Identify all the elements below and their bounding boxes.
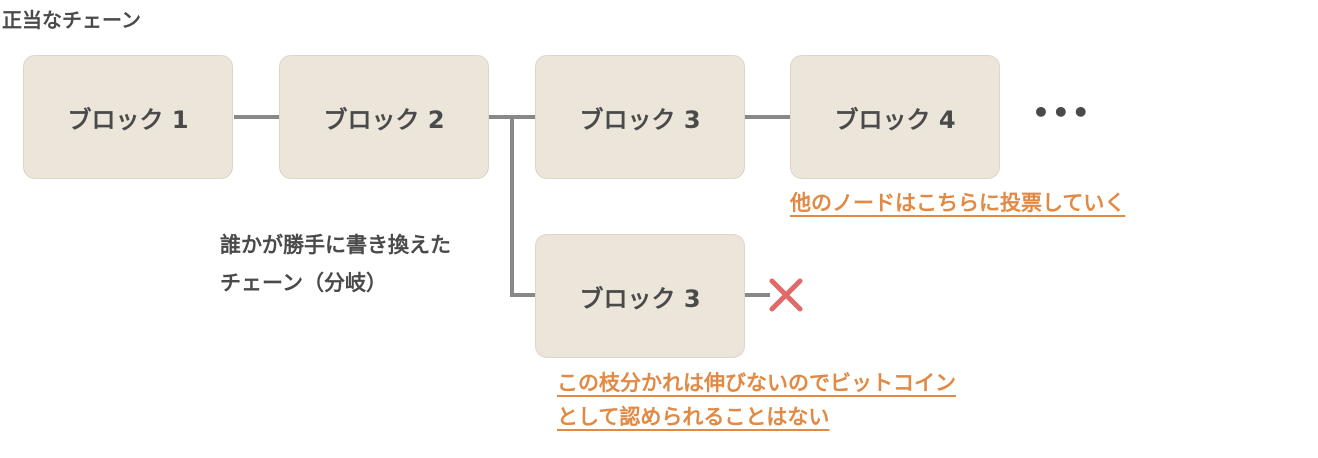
- fork-label: 誰かが勝手に書き換えた チェーン（分岐）: [220, 226, 451, 302]
- fork-label-line-2: チェーン（分岐）: [220, 271, 387, 295]
- fork-block-3: ブロック 3: [535, 234, 745, 358]
- block-2: ブロック 2: [279, 55, 489, 179]
- fork-note-line-2: として認められることはない: [557, 405, 830, 429]
- block-1: ブロック 1: [23, 55, 233, 179]
- fork-note-line-1: この枝分かれは伸びないのでビットコイン: [557, 371, 956, 395]
- main-chain-note: 他のノードはこちらに投票していく: [790, 186, 1125, 220]
- chain-continuation: •••: [1032, 96, 1092, 129]
- block-3: ブロック 3: [535, 55, 745, 179]
- block-4: ブロック 4: [790, 55, 1000, 179]
- fork-note: この枝分かれは伸びないのでビットコイン として認められることはない: [557, 366, 956, 434]
- diagram-title: 正当なチェーン: [2, 8, 141, 32]
- cross-mark-icon: [769, 278, 803, 312]
- connector-fork-branch: [510, 117, 535, 297]
- main-chain-note-text: 他のノードはこちらに投票していく: [790, 191, 1126, 215]
- fork-label-line-1: 誰かが勝手に書き換えた: [220, 233, 451, 257]
